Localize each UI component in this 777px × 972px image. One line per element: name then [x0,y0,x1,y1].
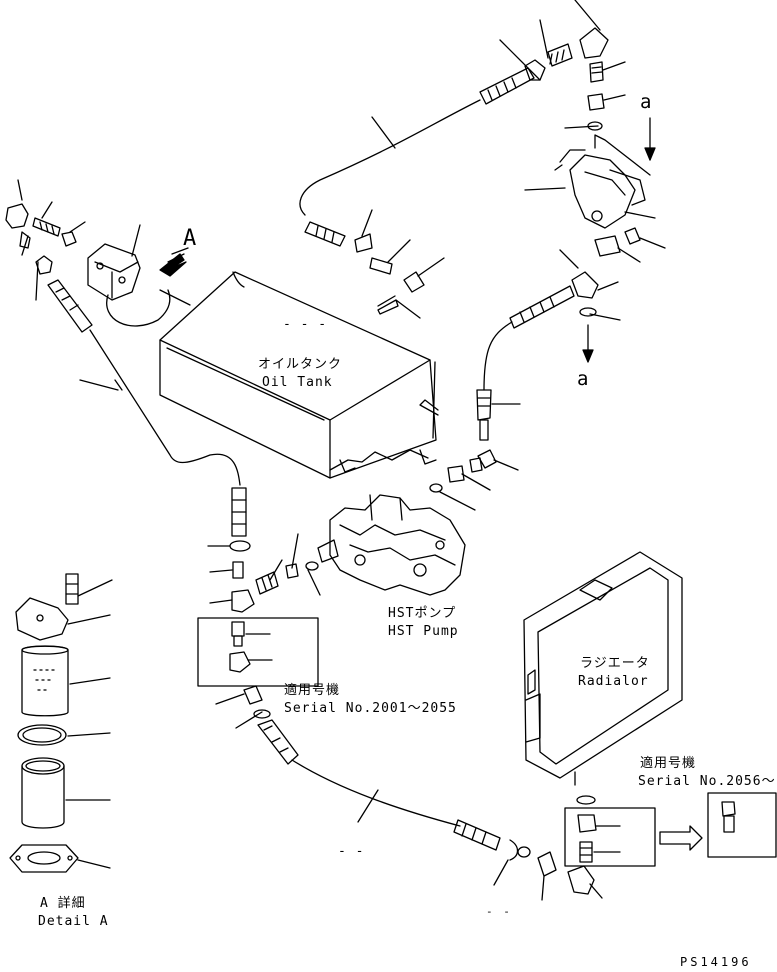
serial-1-jp: 適用号機 [284,683,341,698]
radiator-en: Radialor [578,674,649,689]
filter-head-assembly [87,243,191,327]
serial-2-jp: 適用号機 [640,756,697,771]
top-hose [299,67,535,247]
small-mark-1: - - [486,905,512,918]
hst-pump-jp: HSTポンプ [388,606,457,621]
hst-pump [305,494,466,596]
oil-tank-en: Oil Tank [262,375,333,390]
valve-block [524,134,666,263]
oil-tank-jp: オイルタンク [258,357,343,372]
radiator [523,551,683,786]
cut-a-bottom-label: a [577,368,589,390]
cut-a-top-label: a [640,91,652,113]
detail-a-jp: A 詳細 [40,896,86,911]
view-a-arrow [159,247,189,277]
small-mark-2: - - [737,850,763,863]
serial-box-2 [564,792,777,867]
serial-1-en: Serial No.2001～2055 [284,701,457,716]
drawing-code: PS14196 [680,955,752,969]
tank-marks: - - - [283,317,328,332]
detail-a-exploded [9,573,113,873]
detail-a-en: Detail A [38,914,109,929]
right-pressure-hose [429,249,621,511]
radiator-jp: ラジエータ [580,656,650,671]
serial-box-1 [197,617,319,687]
view-a-label: A [183,226,197,251]
tank-fittings [354,209,445,319]
serial-2-en: Serial No.2056～ [638,774,776,789]
hose-mark: - - [338,844,365,859]
top-fittings [499,0,626,131]
lower-return-line [215,685,603,901]
left-return-hose [89,329,241,486]
left-fittings [5,179,141,333]
hst-pump-en: HST Pump [388,624,459,639]
suction-parts [207,487,321,613]
oil-tank [159,271,439,479]
